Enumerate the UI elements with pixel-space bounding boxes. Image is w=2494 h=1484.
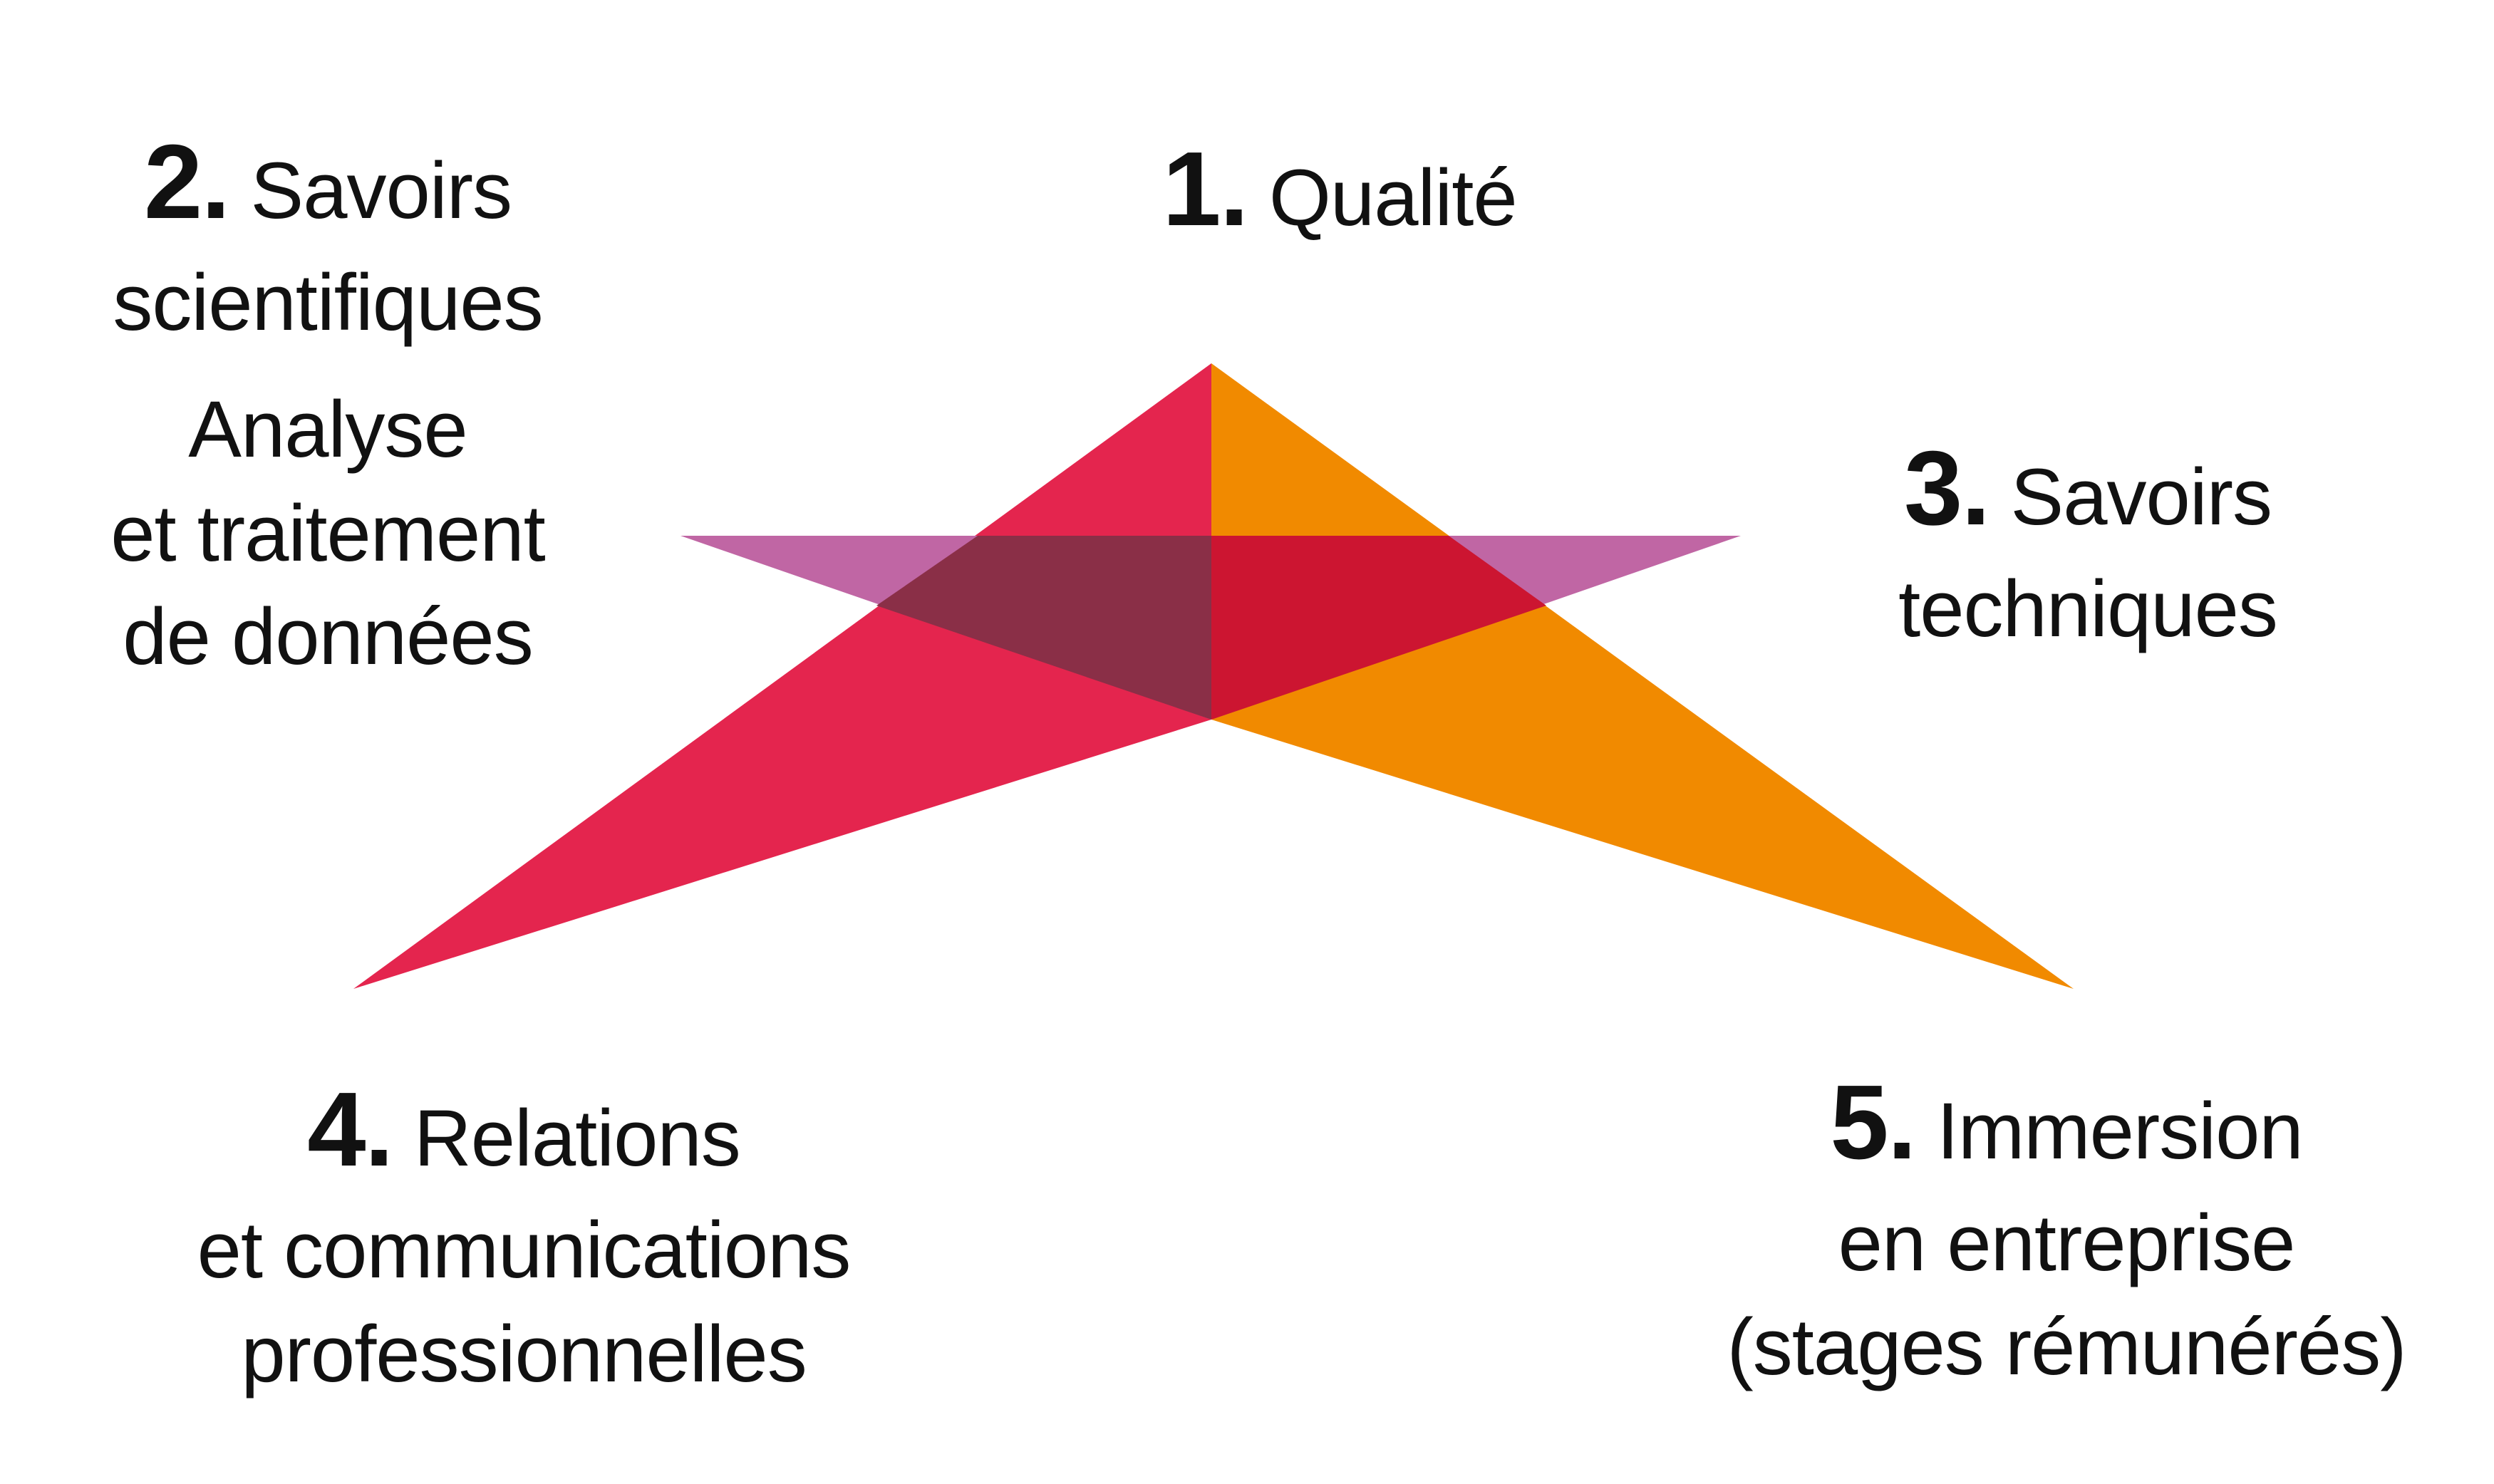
label-technical-knowledge: 3. Savoirs techniques [1732, 420, 2444, 661]
label-text: Immersion [1936, 1086, 2304, 1176]
orange-triangle [1211, 363, 2074, 989]
red-triangle [353, 363, 1211, 989]
label-scientific-knowledge: 2. Savoirs scientifiques [43, 114, 613, 355]
label-text: Qualité [1268, 153, 1518, 242]
label-text: (stages rémunérés) [1727, 1302, 2406, 1391]
label-number: 2. [143, 123, 230, 241]
label-number: 4. [307, 1071, 393, 1188]
label-number: 5. [1830, 1064, 1916, 1181]
label-company-immersion: 5. Immersion en entreprise (stages rémun… [1660, 1054, 2473, 1399]
label-text: et communications [197, 1205, 852, 1295]
label-data-analysis: Analyse et traitement de données [43, 378, 613, 689]
label-quality: 1. Qualité [955, 121, 1724, 258]
overlap-orange-purple [1211, 536, 1546, 720]
label-text: professionnelles [241, 1309, 807, 1399]
label-text: de données [123, 592, 533, 682]
label-text: scientifiques [113, 258, 543, 348]
label-professional-relations: 4. Relations et communications professio… [121, 1062, 926, 1406]
label-text: Savoirs [250, 146, 512, 235]
label-text: en entreprise [1838, 1198, 2296, 1288]
label-number: 1. [1162, 130, 1248, 248]
label-text: Analyse [188, 385, 467, 474]
label-text: Savoirs [2010, 452, 2272, 541]
label-number: 3. [1903, 430, 1990, 547]
label-text: Relations [413, 1094, 741, 1183]
label-text: techniques [1898, 564, 2278, 654]
label-text: et traitement [110, 488, 546, 578]
overlap-red-purple [876, 536, 1211, 720]
